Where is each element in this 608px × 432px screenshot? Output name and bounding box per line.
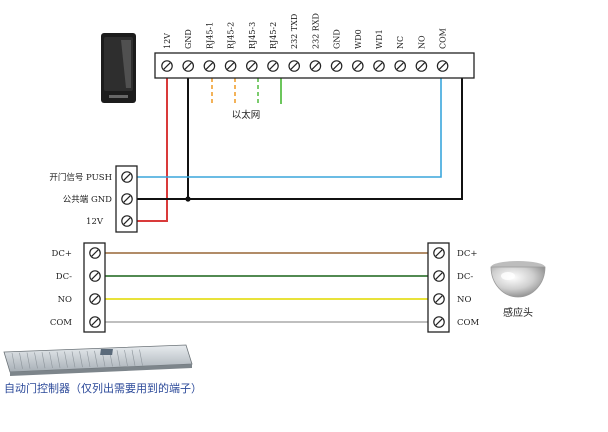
- reader-terminal-label-7: 232 RXD: [311, 13, 320, 49]
- controller-terminal-screw-2: [89, 293, 101, 305]
- reader-terminal-screw-12: [415, 60, 428, 72]
- reader-terminal-screw-5: [267, 60, 279, 72]
- wire-com-black: [188, 65, 463, 200]
- ethernet-label: 以太网: [232, 109, 261, 121]
- controller-no-label: NO: [58, 295, 72, 305]
- sensor-terminal-screw-3: [433, 316, 445, 328]
- sensor-dcminus-label: DC-: [457, 272, 473, 282]
- reader-terminal-screw-8: [330, 60, 343, 72]
- reader-terminal-screw-6: [288, 60, 300, 72]
- sensor-terminal-screw-1: [433, 270, 445, 282]
- controller-terminal-screw-1: [89, 270, 101, 282]
- push-label: 开门信号 PUSH: [49, 172, 112, 183]
- reader-terminal-label-3: RJ45-2: [227, 22, 236, 49]
- door-controller-device-icon: [3, 344, 193, 376]
- reader-terminal-label-5: RJ45-2: [269, 22, 278, 49]
- sensor-label: 感应头: [503, 306, 533, 319]
- push-terminal-screw-2: [121, 215, 133, 227]
- reader-terminal-label-1: GND: [184, 29, 193, 49]
- dome-sensor-icon: [490, 261, 546, 298]
- sensor-dcplus-label: DC+: [457, 249, 477, 259]
- gnd-label: 公共端 GND: [63, 194, 112, 205]
- card-reader-device-icon: [101, 33, 136, 103]
- sensor-terminal-screw-0: [433, 247, 445, 259]
- reader-terminal-screw-13: [436, 60, 449, 72]
- wire-no-blue: [137, 65, 442, 178]
- push-terminal-block: 开门信号 PUSH 公共端 GND 12V: [49, 165, 138, 233]
- reader-terminal-label-13: COM: [439, 28, 448, 49]
- controller-terminal-screw-3: [89, 316, 101, 328]
- sensor-terminal-block: DC+ DC- NO COM: [427, 242, 479, 333]
- reader-terminal-label-4: RJ45-3: [248, 22, 257, 49]
- controller-terminal-screw-0: [89, 247, 101, 259]
- sensor-no-label: NO: [457, 295, 471, 305]
- reader-terminal-screw-4: [246, 60, 258, 72]
- 12v-label: 12V: [86, 217, 104, 227]
- sensor-com-label: COM: [457, 318, 479, 328]
- reader-terminal-block: 12V GND RJ45-1 RJ45-2 RJ45-3 RJ45-2 232 TXD 232…: [154, 13, 475, 79]
- push-terminal-screw-0: [121, 171, 133, 183]
- controller-dcplus-label: DC+: [52, 249, 72, 259]
- push-terminal-screw-1: [121, 193, 133, 205]
- reader-terminal-label-12: NO: [417, 35, 426, 49]
- controller-terminal-block: DC+ DC- NO COM: [50, 242, 106, 333]
- controller-com-label: COM: [50, 318, 72, 328]
- sensor-terminal-screw-2: [433, 293, 445, 305]
- reader-terminal-label-8: GND: [333, 29, 342, 49]
- wire-junction: [185, 196, 191, 202]
- wire-12v-red: [137, 65, 168, 222]
- controller-dcminus-label: DC-: [56, 272, 72, 282]
- reader-terminal-label-2: RJ45-1: [205, 22, 214, 49]
- reader-terminal-screw-1: [182, 60, 194, 72]
- reader-terminal-screw-3: [224, 60, 237, 72]
- controller-caption: 自动门控制器（仅列出需要用到的端子）: [4, 381, 202, 395]
- reader-terminal-screw-7: [309, 60, 322, 72]
- reader-terminal-screw-10: [373, 60, 385, 72]
- wire-gnd-black: [137, 65, 189, 200]
- reader-terminal-screw-0: [161, 60, 173, 72]
- reader-terminal-screw-9: [351, 60, 364, 72]
- reader-terminal-label-10: WD1: [375, 29, 384, 49]
- reader-terminal-screw-2: [203, 60, 216, 72]
- reader-terminal-label-6: 232 TXD: [290, 14, 299, 49]
- reader-terminal-label-9: WD0: [354, 29, 363, 49]
- reader-terminal-label-0: 12V: [163, 33, 172, 49]
- reader-terminal-screw-11: [394, 60, 406, 72]
- wires: [105, 65, 463, 323]
- reader-terminal-label-11: NC: [396, 36, 405, 49]
